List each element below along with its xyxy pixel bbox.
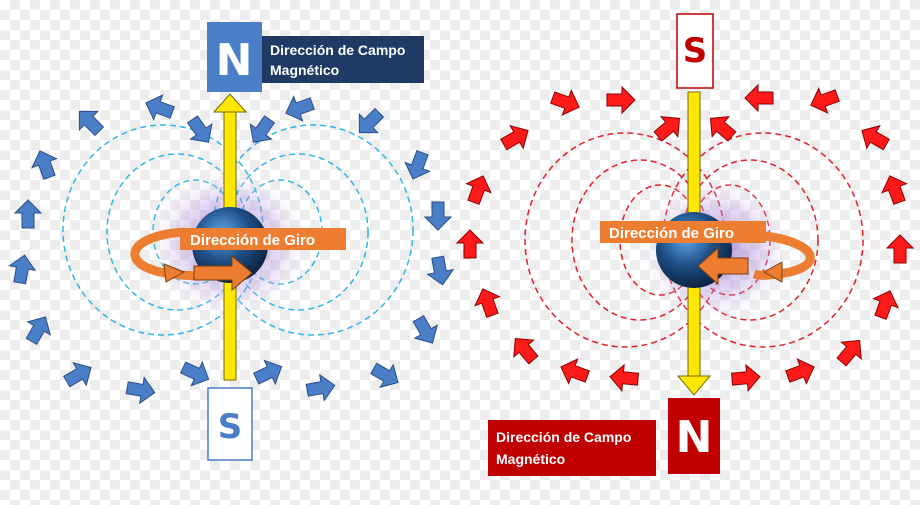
left-field-arrow [253,359,283,386]
left-field-label-line1: Dirección de Campo [270,42,405,58]
left-north-pole-label: N [216,35,253,86]
right-spin-arc [739,229,815,280]
left-spin-arrow [193,254,253,292]
left-field-arrow [412,315,439,344]
left-field-arrow [305,373,336,402]
right-south-pole-label: S [683,31,708,71]
right-field-arrow [785,358,815,385]
right-field-label-line1: Dirección de Campo [496,429,631,445]
left-field-arrow [370,362,399,389]
left-south-pole-label: S [218,407,243,447]
left-north-pole-box [207,22,262,92]
right-field-arrow [709,116,737,142]
left-field-arrow [404,150,431,180]
right-spin-label: Dirección de Giro [609,225,734,242]
left-spin-label: Dirección de Giro [190,232,315,249]
right-spin-arrow [697,246,749,286]
right-field-arrow [861,124,890,151]
right-field-arrow [500,124,529,151]
left-south-pole-box [207,387,253,461]
right-field-arrow [730,363,761,393]
left-field-arrow [285,95,315,122]
left-field-arrow [125,376,156,405]
right-field-arrow [881,175,908,205]
left-field-arrow [358,107,385,134]
right-field-arrow [455,229,485,259]
right-field-arrow [653,116,681,142]
right-field-arrow [885,234,915,264]
right-panel: Dirección de Giro S N Dirección de Campo… [455,13,915,476]
left-field-arrow [186,115,213,143]
left-field-arrow [180,360,210,387]
right-field-arrow [550,89,580,116]
left-field-label-line2: Magnético [270,62,339,78]
left-field-arrows [8,94,455,405]
right-field-label-line2: Magnético [496,451,565,467]
right-field-arrow [474,288,501,318]
left-field-arrow [31,150,58,180]
left-field-arrow [423,201,453,231]
right-field-arrow [744,83,774,113]
right-field-arrow [836,339,862,367]
right-field-arrow [465,175,492,205]
right-north-pole-box [668,398,720,474]
left-field-arrow [25,316,52,345]
left-field-arrow [63,361,92,388]
right-field-arrow [609,363,640,393]
left-panel: Dirección de Giro N S Dirección de Campo… [8,22,455,461]
left-field-arrow [145,94,175,121]
left-field-arrow [426,255,455,286]
left-field-arrow [13,199,43,229]
right-field-arrow [560,358,590,385]
right-field-arrow [513,337,539,365]
left-field-label-box [262,36,424,83]
right-field-arrows [455,83,915,393]
left-field-arrow [78,110,105,137]
right-field-arrow [810,87,840,114]
left-field-arrow [8,254,37,285]
right-south-pole-box [676,13,714,89]
right-field-label-box [488,420,656,476]
right-field-arrow [872,290,899,320]
right-north-pole-label: N [676,412,713,463]
right-field-arrow [606,85,636,115]
left-field-arrow [249,115,276,143]
